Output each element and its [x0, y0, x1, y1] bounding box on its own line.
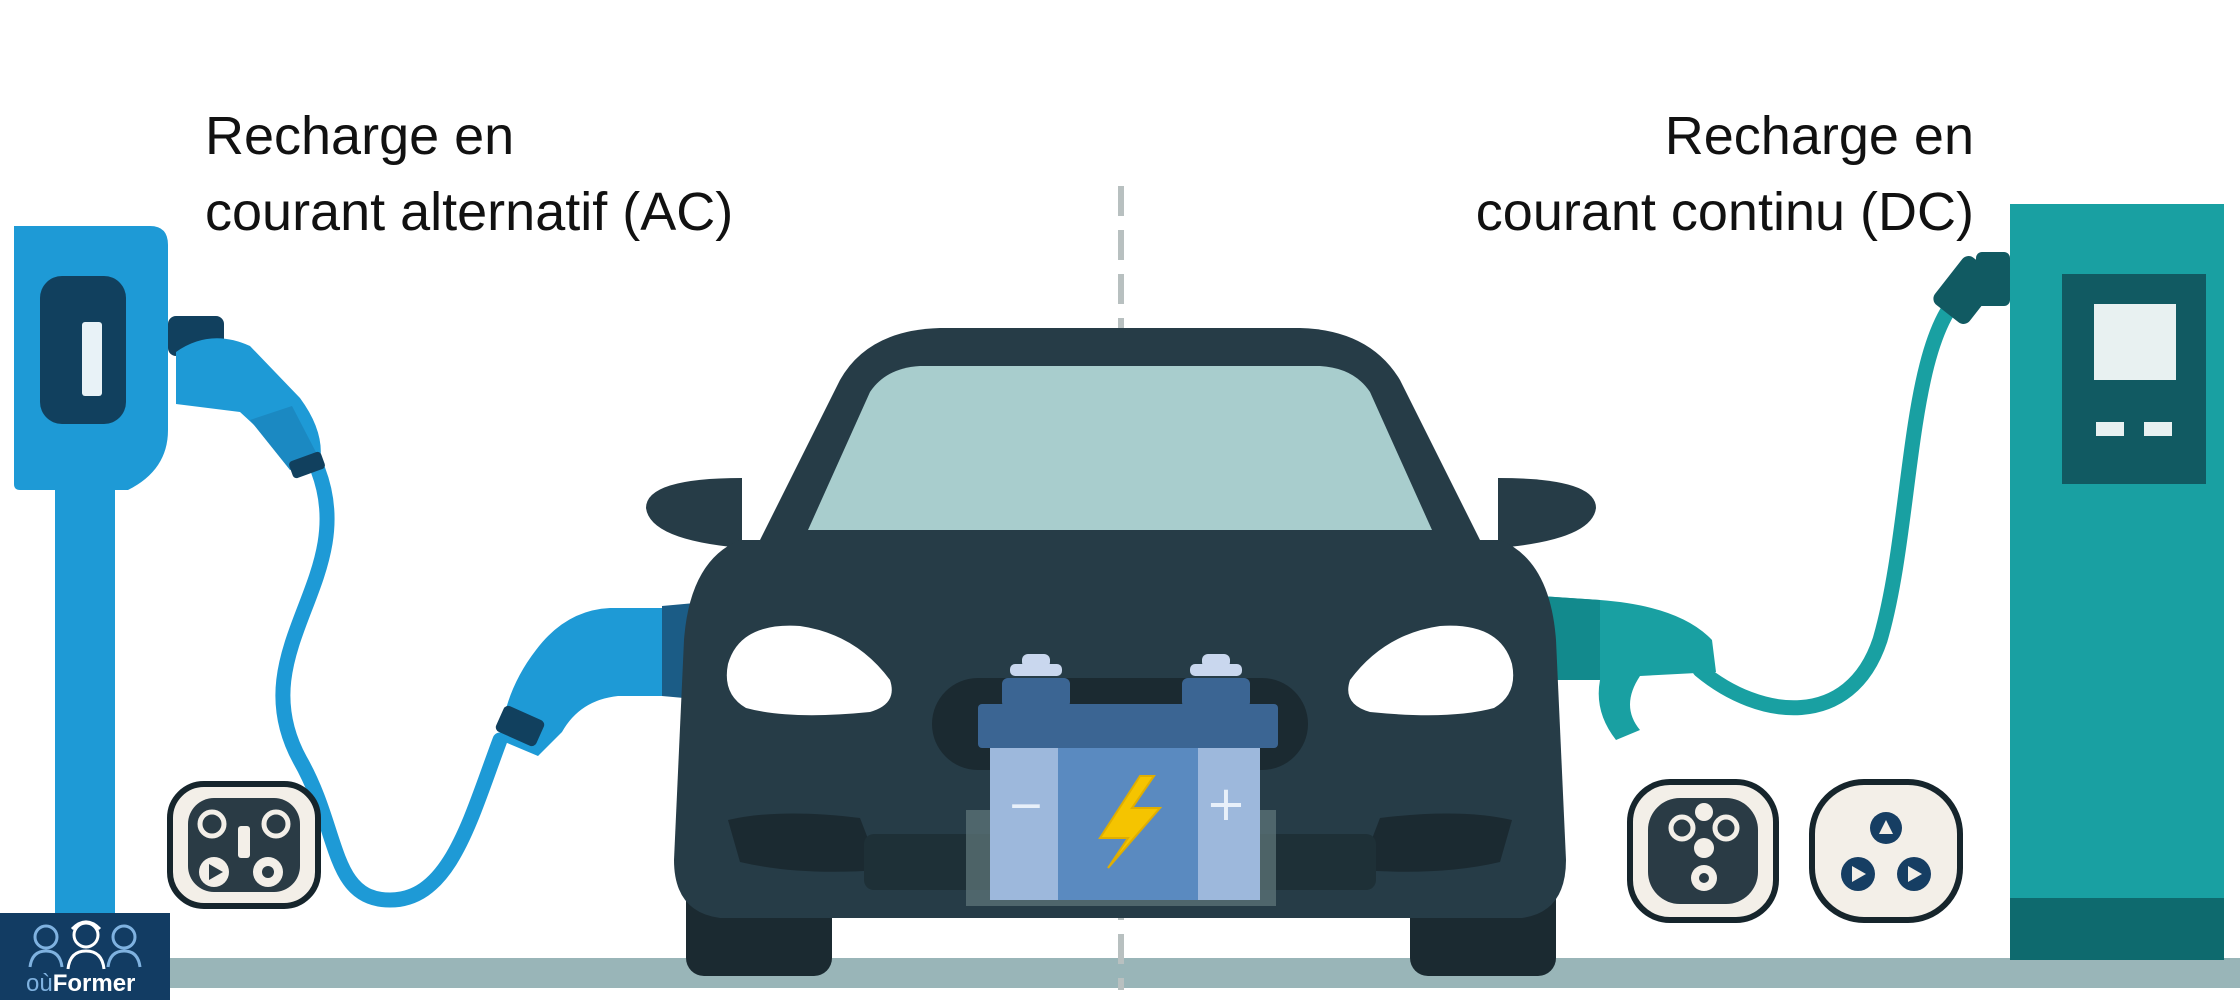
logo-people-icon	[28, 920, 142, 970]
ccs-connector-icon	[1627, 779, 1779, 923]
dc-charging-caption: Recharge en courant continu (DC)	[1476, 98, 1974, 250]
battery-minus-label: −	[1008, 780, 1045, 831]
ac-charging-caption: Recharge en courant alternatif (AC)	[205, 98, 733, 250]
battery: − +	[966, 654, 1278, 906]
type2-connector-icon	[167, 781, 321, 909]
dc-cable	[1692, 278, 1978, 716]
battery-plus-label: +	[1206, 776, 1246, 832]
lightning-bolt-icon	[1098, 775, 1163, 869]
logo-prefix: où	[26, 970, 53, 997]
ac-plug-station	[176, 338, 325, 479]
ac-caption-line1: Recharge en	[205, 106, 515, 166]
dc-charging-station	[1976, 204, 2224, 960]
ac-cable	[275, 462, 508, 908]
chademo-connector-icon	[1809, 779, 1963, 923]
ac-caption-line2: courant alternatif (AC)	[205, 182, 734, 242]
dc-caption-line2: courant continu (DC)	[1475, 182, 1974, 242]
logo-wordmark: oùFormer	[26, 971, 135, 997]
dc-cable-sleeve	[1933, 256, 1999, 324]
right-headlight	[1348, 625, 1514, 716]
windshield	[808, 366, 1432, 530]
left-headlight	[726, 625, 892, 716]
ac-plug-car	[495, 602, 706, 756]
dc-caption-line1: Recharge en	[1664, 106, 1974, 166]
ouformer-logo: oùFormer	[0, 913, 170, 1000]
logo-name: Former	[52, 970, 136, 997]
